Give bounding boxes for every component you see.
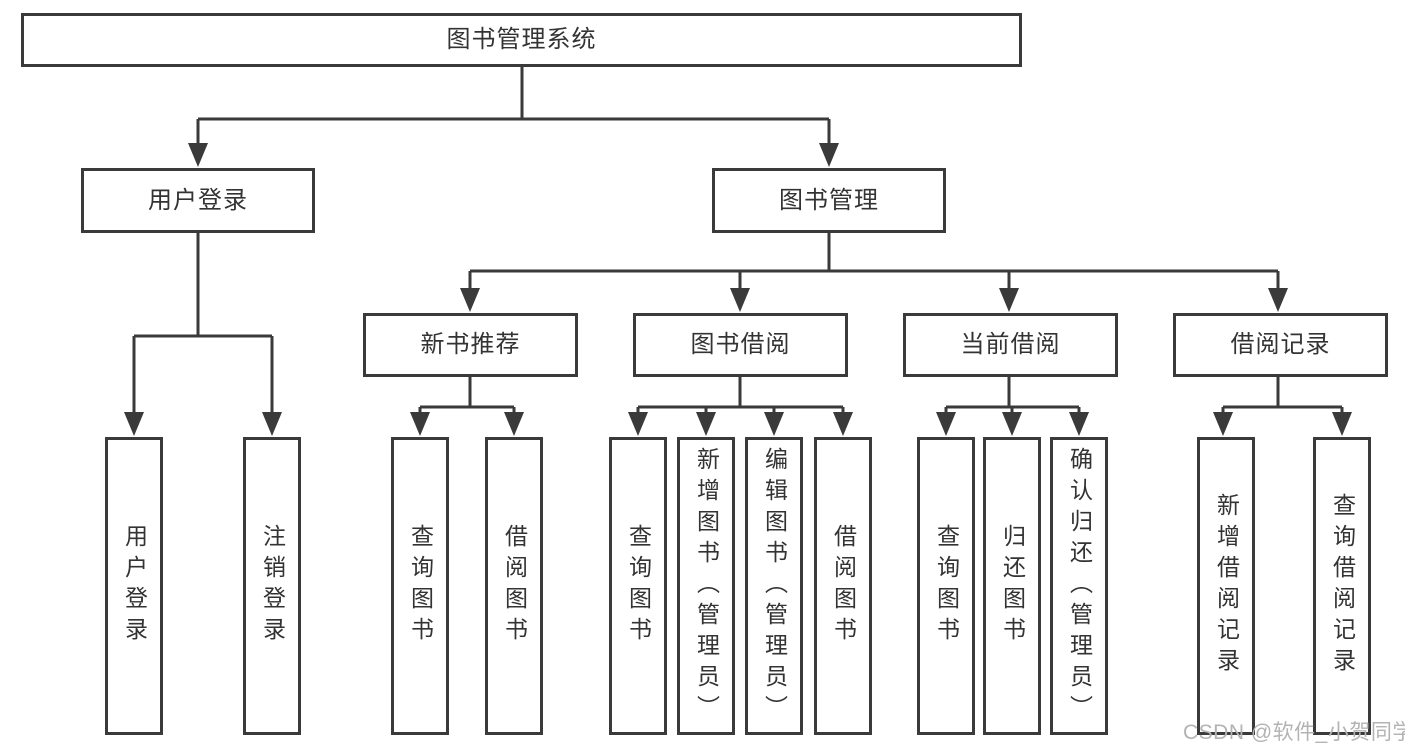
node-current-return-books: 归还图书: [983, 437, 1041, 735]
node-borrowing-edit-books: 编辑图书（管理员）: [745, 437, 803, 735]
node-user-login: 用户登录: [81, 168, 315, 233]
node-recommend-borrow-books: 借阅图书: [485, 437, 543, 735]
node-logout: 注销登录: [243, 437, 301, 735]
node-book-borrowing: 图书借阅: [633, 313, 848, 377]
connector-lines: [132, 67, 1344, 420]
node-current-borrowing: 当前借阅: [903, 313, 1118, 377]
node-borrowing-add-books: 新增图书（管理员）: [677, 437, 735, 735]
node-current-confirm-return: 确认归还（管理员）: [1050, 437, 1108, 735]
node-borrowing-records: 借阅记录: [1173, 313, 1388, 377]
watermark-text: CSDN @软件_小贺同学: [1183, 721, 1405, 744]
node-book-management: 图书管理: [712, 168, 946, 233]
node-root: 图书管理系统: [21, 13, 1022, 67]
node-user-login-leaf: 用户登录: [105, 437, 163, 735]
node-borrowing-borrow-books: 借阅图书: [814, 437, 872, 735]
arrowhead-icons: [124, 143, 1352, 436]
node-recommend-query-books: 查询图书: [391, 437, 449, 735]
node-borrowing-query-books: 查询图书: [609, 437, 667, 735]
node-records-query-record: 查询借阅记录: [1313, 437, 1371, 735]
node-current-query-books: 查询图书: [917, 437, 975, 735]
node-records-add-record: 新增借阅记录: [1197, 437, 1255, 735]
node-new-book-recommend: 新书推荐: [363, 313, 578, 377]
